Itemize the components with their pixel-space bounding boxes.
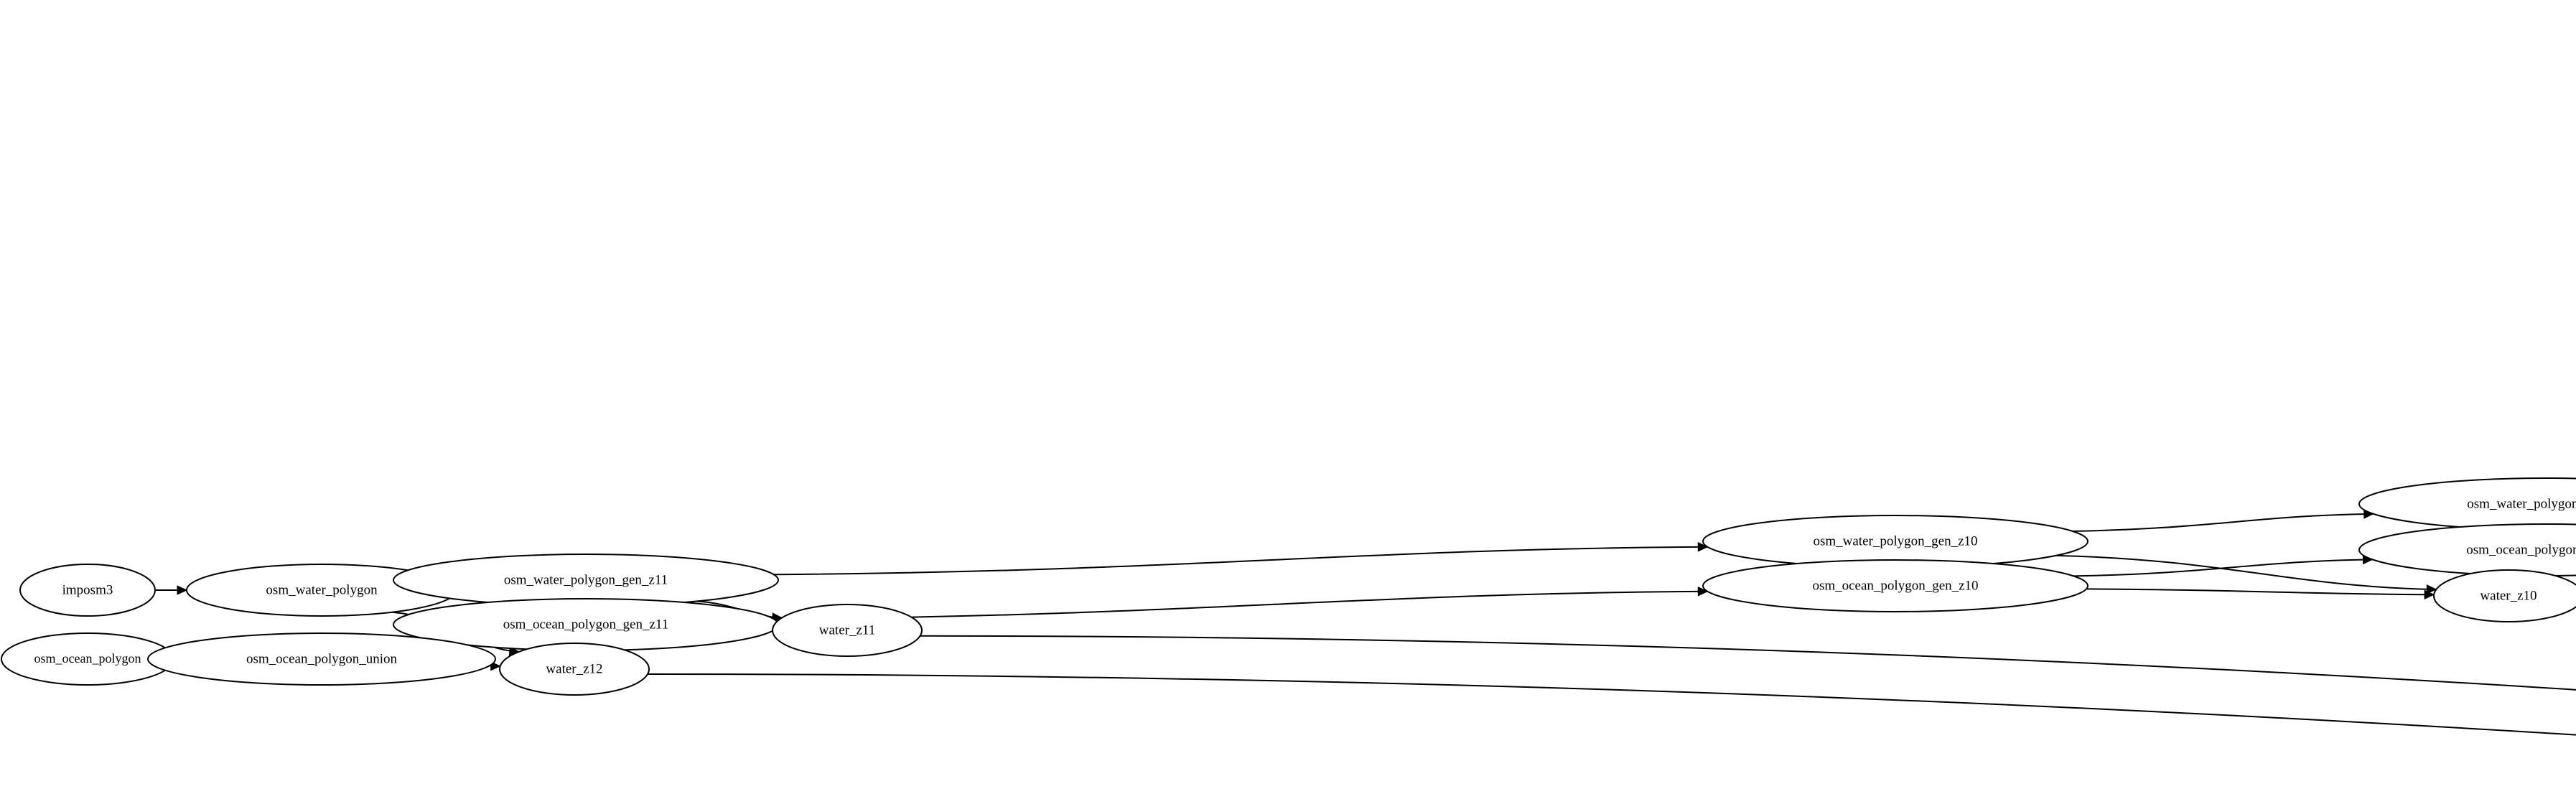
node-osm_ocean_polygon_union[interactable]: osm_ocean_polygon_union — [147, 632, 496, 686]
node-label: water_z10 — [2480, 588, 2537, 603]
edge-osm_water_polygon_gen_z10-to-water_z10 — [2055, 554, 2437, 594]
node-label: osm_ocean_polygon_gen_z9 — [2466, 542, 2576, 557]
node-osm_ocean_polygon_gen_z11[interactable]: osm_ocean_polygon_gen_z11 — [393, 598, 779, 651]
node-osm_ocean_polygon_gen_z10[interactable]: osm_ocean_polygon_gen_z10 — [1702, 559, 2089, 612]
node-label: osm_ocean_polygon_gen_z11 — [503, 617, 668, 632]
node-water_z12[interactable]: water_z12 — [499, 643, 650, 696]
node-label: water_z11 — [819, 622, 875, 638]
edge-water_z11-to-layer_water-z11 — [920, 635, 2576, 691]
node-label: osm_ocean_polygon — [34, 651, 141, 666]
node-imposm3[interactable]: imposm3 — [19, 564, 156, 617]
node-label: osm_water_polygon_gen_z11 — [504, 572, 668, 587]
node-water_z11[interactable]: water_z11 — [772, 604, 923, 657]
node-label: osm_ocean_polygon_gen_z10 — [1812, 578, 1978, 593]
node-label: osm_water_polygon_gen_z9 — [2467, 496, 2576, 511]
node-label: osm_ocean_polygon_union — [246, 651, 398, 666]
edge-water_z12-to-layer_water-z12+ — [648, 673, 2576, 736]
edge-osm_water_polygon_gen_z11-to-osm_water_polygon_gen_z10 — [773, 542, 1709, 576]
node-osm_ocean_polygon_gen_z9[interactable]: osm_ocean_polygon_gen_z9 — [2358, 523, 2576, 576]
node-water_z10[interactable]: water_z10 — [2433, 569, 2576, 622]
node-osm_water_polygon_gen_z10[interactable]: osm_water_polygon_gen_z10 — [1702, 515, 2089, 568]
node-label: imposm3 — [62, 582, 113, 597]
nodes-layer: ne_110m_oceanne_110m_ocean_gen_z1ne_110m… — [1, 477, 2576, 696]
node-label: osm_water_polygon — [266, 582, 378, 597]
node-osm_ocean_polygon[interactable]: osm_ocean_polygon — [1, 632, 174, 686]
edge-osm_water_polygon_gen_z10-to-osm_water_polygon_gen_z9 — [2072, 509, 2375, 532]
node-osm_water_polygon[interactable]: osm_water_polygon — [186, 564, 457, 617]
edge-osm_ocean_polygon_gen_z11-to-osm_ocean_polygon_gen_z10 — [773, 587, 1709, 620]
node-osm_water_polygon_gen_z9[interactable]: osm_water_polygon_gen_z9 — [2358, 477, 2576, 531]
node-label: water_z12 — [546, 661, 602, 676]
edge-imposm3-to-osm_water_polygon — [154, 585, 188, 595]
edge-osm_ocean_polygon_gen_z10-to-water_z10 — [2086, 588, 2435, 600]
node-label: osm_water_polygon_gen_z10 — [1813, 533, 1977, 548]
